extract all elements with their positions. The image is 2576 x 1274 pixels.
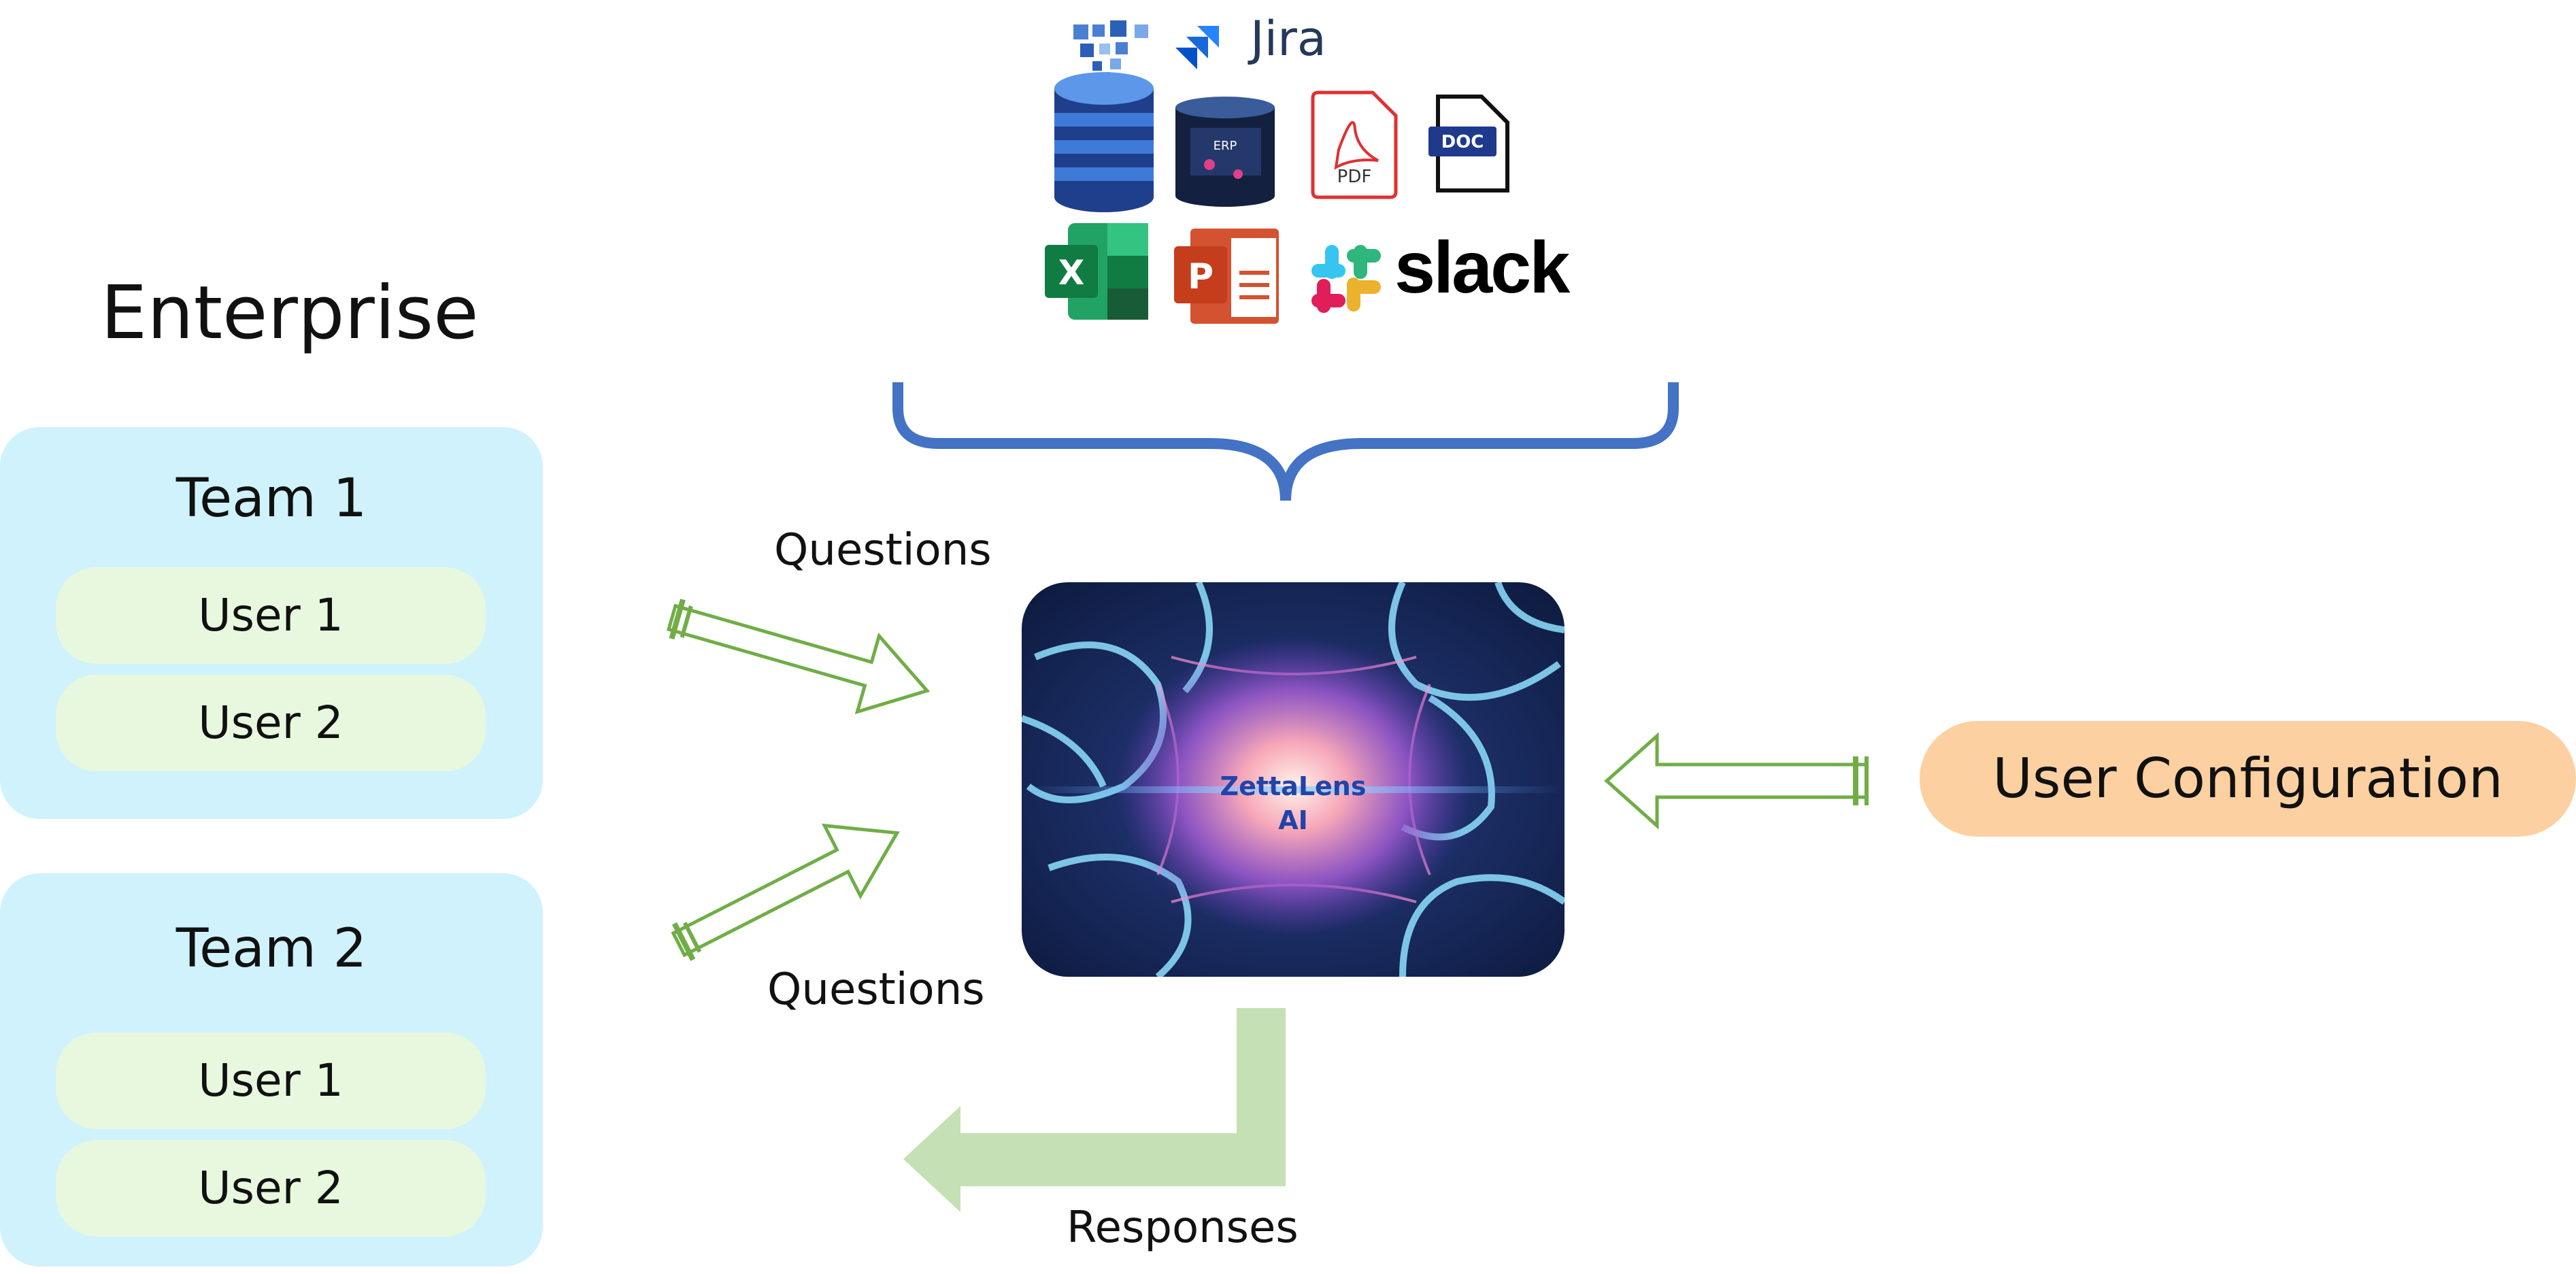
team-2-user-2: User 2 [56, 1140, 486, 1237]
pdf-file-icon: PDF [1311, 90, 1398, 199]
powerpoint-letter: P [1188, 256, 1214, 297]
database-icon [1054, 72, 1154, 212]
excel-letter: X [1058, 253, 1085, 292]
config-arrow [1604, 732, 1869, 830]
team-2-user-1: User 1 [56, 1033, 486, 1129]
zettalens-ai-label: ZettaLens AI [1022, 769, 1565, 837]
zettalens-ai-line-2: AI [1278, 805, 1308, 835]
neural-network-image [1022, 582, 1565, 977]
team-2-box: Team 2 User 1 User 2 [0, 873, 543, 1267]
zettalens-ai-card: ZettaLens AI [1022, 582, 1565, 977]
questions-arrow-1 [666, 599, 931, 715]
team-1-user-2: User 2 [56, 675, 486, 771]
team-1-label: Team 1 [175, 468, 367, 529]
powerpoint-icon: P [1174, 229, 1279, 324]
jira-wordmark: Jira [1250, 11, 1326, 67]
team-2-label: Team 2 [175, 918, 367, 979]
zettalens-ai-line-1: ZettaLens [1220, 771, 1367, 801]
slack-logo-icon [1311, 245, 1381, 313]
team-1-box: Team 1 User 1 User 2 [0, 427, 543, 819]
questions-label-1: Questions [774, 525, 992, 575]
jira-logo-icon [1175, 26, 1219, 69]
responses-arrow [903, 1008, 1286, 1212]
responses-label: Responses [1067, 1203, 1299, 1253]
doc-file-icon: DOC [1428, 95, 1509, 192]
erp-label: ERP [1214, 139, 1237, 153]
data-cubes-icon [1073, 20, 1148, 80]
excel-icon: X [1045, 223, 1148, 320]
data-sources: ERP PDF DOC X P [1045, 20, 1509, 324]
user-configuration-box: User Configuration [1920, 721, 2576, 837]
enterprise-title: Enterprise [101, 271, 479, 356]
questions-arrow-2 [671, 823, 900, 961]
doc-label: DOC [1441, 132, 1484, 152]
erp-database-icon: ERP [1175, 97, 1275, 207]
questions-label-2: Questions [767, 965, 985, 1015]
sources-brace [892, 382, 1679, 501]
team-1-user-1: User 1 [56, 567, 486, 664]
slack-wordmark: slack [1394, 226, 1570, 308]
pdf-label: PDF [1337, 167, 1372, 187]
